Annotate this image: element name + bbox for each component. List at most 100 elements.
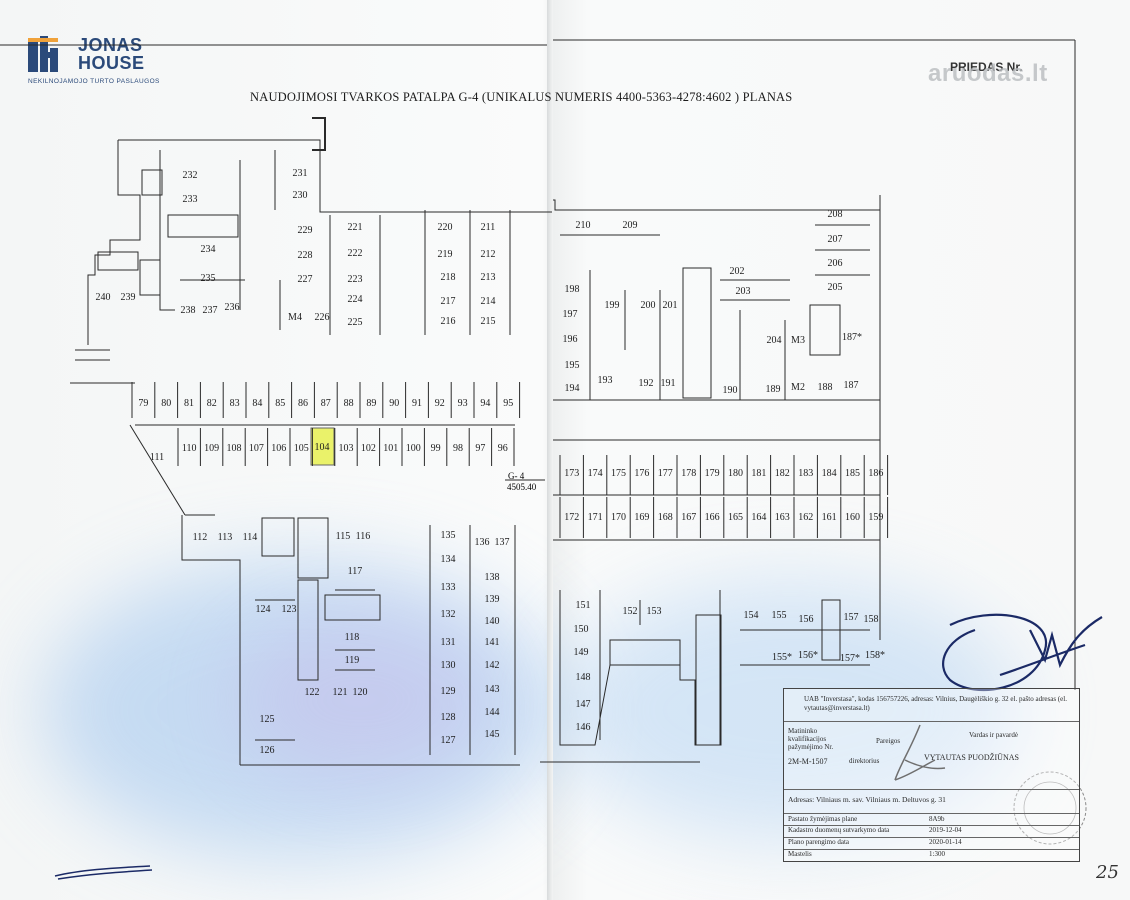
svg-text:131: 131 (441, 637, 456, 648)
svg-text:225: 225 (348, 317, 363, 328)
parking-space-91: 91 (412, 398, 422, 409)
svg-text:150: 150 (574, 624, 589, 635)
parking-space-79: 79 (138, 398, 148, 409)
upper-left-walls (70, 117, 552, 384)
parking-space-101: 101 (383, 443, 398, 454)
svg-text:130: 130 (441, 660, 456, 671)
parking-space-96: 96 (498, 443, 508, 454)
stamp-position-header: Pareigos (876, 737, 901, 745)
svg-text:220: 220 (438, 222, 453, 233)
svg-text:141: 141 (485, 637, 500, 648)
svg-text:140: 140 (485, 616, 500, 627)
svg-text:224: 224 (348, 294, 363, 305)
parking-space-172: 172 (564, 512, 579, 523)
stamp-scale-label: Mastelis (788, 850, 812, 858)
svg-text:132: 132 (441, 609, 456, 620)
stamp-divider (784, 837, 1079, 838)
svg-text:121: 121 (333, 687, 348, 698)
svg-text:202: 202 (730, 266, 745, 277)
stamp-building-value: 8A9b (929, 815, 945, 823)
parking-space-173: 173 (564, 468, 579, 479)
svg-text:228: 228 (298, 250, 313, 261)
svg-text:194: 194 (565, 383, 580, 394)
stamp-cadastre-label: Kadastro duomenų sutvarkymo data (788, 826, 890, 834)
zone-area: 4505.40 (507, 482, 537, 492)
svg-text:196: 196 (563, 334, 578, 345)
aruodas-watermark: aruodas.lt (928, 60, 1048, 87)
stamp-divider (784, 825, 1079, 826)
svg-text:238: 238 (181, 305, 196, 316)
stamp-name-header: Vardas ir pavardė (969, 731, 1018, 739)
lower-right-walls (540, 590, 870, 763)
svg-text:195: 195 (565, 360, 580, 371)
svg-text:122: 122 (305, 687, 320, 698)
svg-text:207: 207 (828, 234, 843, 245)
svg-text:237: 237 (203, 305, 218, 316)
svg-text:221: 221 (348, 222, 363, 233)
parking-space-84: 84 (252, 398, 262, 409)
parking-space-100: 100 (406, 443, 421, 454)
parking-space-184: 184 (822, 468, 837, 479)
svg-text:215: 215 (481, 316, 496, 327)
svg-text:155: 155 (772, 610, 787, 621)
svg-text:203: 203 (736, 286, 751, 297)
logo-tagline: NEKILNOJAMOJO TURTO PASLAUGOS (28, 78, 160, 85)
parking-space-85: 85 (275, 398, 285, 409)
scan-tint-violet (230, 620, 490, 780)
parking-space-178: 178 (681, 468, 696, 479)
stamp-position: direktorius (849, 757, 880, 765)
lower-left-walls (181, 515, 520, 766)
svg-text:134: 134 (441, 554, 456, 565)
svg-text:115: 115 (336, 531, 351, 542)
parking-space-87: 87 (321, 398, 331, 409)
stamp-address: Adresas: Vilniaus m. sav. Vilniaus m. De… (788, 795, 946, 804)
page-fold (547, 0, 553, 900)
svg-text:146: 146 (576, 722, 591, 733)
parking-space-80: 80 (161, 398, 171, 409)
scan-tint-left (40, 560, 560, 860)
svg-text:189: 189 (766, 384, 781, 395)
svg-text:199: 199 (605, 300, 620, 311)
svg-text:219: 219 (438, 249, 453, 260)
svg-text:113: 113 (218, 532, 233, 543)
svg-text:227: 227 (298, 274, 313, 285)
svg-text:124: 124 (256, 604, 271, 615)
parking-space-102: 102 (361, 443, 376, 454)
upper-right-walls (560, 224, 870, 400)
stamp-scale-value: 1:300 (929, 850, 945, 858)
parking-space-185: 185 (845, 468, 860, 479)
svg-text:127: 127 (441, 735, 456, 746)
svg-text:117: 117 (348, 566, 363, 577)
svg-text:M4: M4 (288, 312, 302, 323)
annex-label: PRIEDAS Nr. (950, 60, 1023, 74)
svg-text:233: 233 (183, 194, 198, 205)
parking-space-89: 89 (366, 398, 376, 409)
stamp-plan-date-value: 2020-01-14 (929, 838, 962, 846)
svg-text:126: 126 (260, 745, 275, 756)
highlighted-space-104 (310, 427, 335, 466)
stamp-plan-date-label: Plano parengimo data (788, 838, 850, 846)
svg-text:143: 143 (485, 684, 500, 695)
parking-space-160: 160 (845, 512, 860, 523)
central-aisles (129, 195, 881, 640)
svg-text:236: 236 (225, 302, 240, 313)
svg-text:193: 193 (598, 375, 613, 386)
parking-space-103: 103 (339, 443, 354, 454)
parking-space-177: 177 (658, 468, 673, 479)
parking-space-81: 81 (184, 398, 194, 409)
svg-text:153: 153 (647, 606, 662, 617)
parking-space-166: 166 (705, 512, 720, 523)
svg-text:190: 190 (723, 385, 738, 396)
svg-text:149: 149 (574, 647, 589, 658)
svg-text:116: 116 (356, 531, 371, 542)
parking-space-107: 107 (249, 443, 264, 454)
parking-space-159: 159 (868, 512, 883, 523)
stamp-company: UAB "Inverstasa", kodas 156757226, adres… (804, 695, 1067, 712)
svg-text:217: 217 (441, 296, 456, 307)
stamp-divider (784, 789, 1079, 790)
svg-text:125: 125 (260, 714, 275, 725)
